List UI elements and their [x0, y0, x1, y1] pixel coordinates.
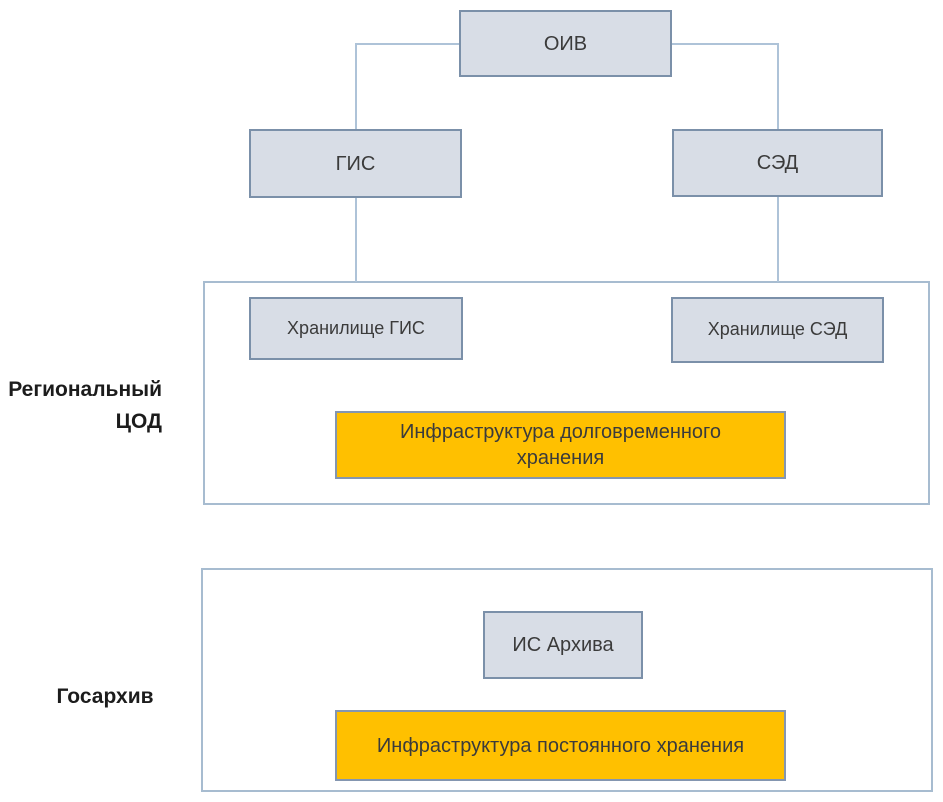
node-sed: СЭД — [672, 129, 883, 197]
label-regional-dc: Региональный ЦОД — [8, 378, 162, 433]
label-gosarchive: Госархив — [56, 685, 154, 708]
connector-oiv-gis-vertical — [355, 43, 357, 130]
container-regional-dc — [203, 281, 930, 505]
node-storage-gis: Хранилище ГИС — [249, 297, 463, 360]
connector-sed-regional-dc — [777, 196, 779, 282]
connector-oiv-gis-horizontal — [355, 43, 460, 45]
node-oiv: ОИВ — [459, 10, 672, 77]
node-gis: ГИС — [249, 129, 462, 198]
node-longterm-storage-infrastructure: Инфраструктура долговременного хранения — [335, 411, 786, 479]
connector-oiv-sed-horizontal — [671, 43, 779, 45]
container-gosarchive — [201, 568, 933, 792]
connector-gis-regional-dc — [355, 197, 357, 282]
node-storage-sed: Хранилище СЭД — [671, 297, 884, 363]
connector-oiv-sed-vertical — [777, 43, 779, 130]
node-permanent-storage-infrastructure: Инфраструктура постоянного хранения — [335, 710, 786, 781]
node-is-archive: ИС Архива — [483, 611, 643, 679]
